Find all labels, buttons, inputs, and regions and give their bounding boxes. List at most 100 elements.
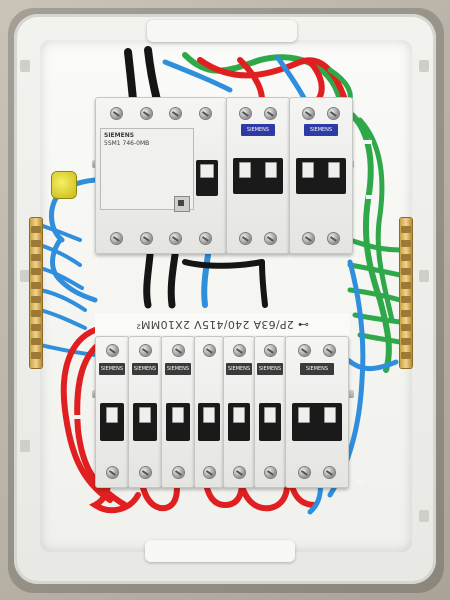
bottom-mcb-brand: SIEMENS — [99, 363, 125, 375]
terminal-screw — [233, 344, 245, 356]
bottom-mcb-lever-housing — [166, 403, 190, 441]
terminal-screw — [264, 344, 276, 356]
side-slot — [20, 440, 30, 452]
top-mcb-2-toggle-pole[interactable] — [328, 162, 340, 178]
top-mcb-2: SIEMENS — [289, 97, 353, 254]
bottom-mcb: SIEMENS — [161, 336, 195, 488]
bottom-mcb-toggle[interactable] — [233, 407, 245, 423]
red-wire — [237, 57, 265, 103]
bottom-mcb-toggle[interactable] — [172, 407, 184, 423]
top-mcb-2-toggle-pole[interactable] — [302, 162, 314, 178]
side-slot — [20, 60, 30, 72]
terminal-screw — [106, 466, 118, 478]
bottom-double-mcb-toggle-pole[interactable] — [298, 407, 310, 423]
terminal-screw — [140, 107, 152, 119]
blue-wire — [38, 266, 84, 290]
cable-tie — [355, 480, 365, 484]
cable-tie — [362, 140, 372, 144]
terminal-screw — [265, 232, 276, 244]
side-slot — [419, 60, 429, 72]
rcd-brand: SIEMENS — [104, 132, 135, 139]
blue-wire — [38, 288, 87, 312]
bottom-mcb-brand: SIEMENS — [257, 363, 283, 375]
blue-wire — [162, 59, 233, 93]
blue-wire — [38, 223, 82, 242]
terminal-screw — [170, 232, 182, 244]
cable-tie — [72, 415, 82, 419]
blue-wire — [345, 357, 399, 371]
bottom-mcb-toggle[interactable] — [203, 407, 215, 423]
terminal-screw — [203, 466, 215, 478]
terminal-screw — [240, 107, 251, 119]
blue-link-wire — [201, 252, 211, 308]
yellow-cable-gland — [52, 172, 76, 198]
terminal-screw — [106, 344, 118, 356]
bottom-mcb: SIEMENS — [128, 336, 162, 488]
black-link-wire — [143, 251, 154, 309]
bottom-mcb: SIEMENS — [223, 336, 255, 488]
black-link-wire — [182, 259, 265, 269]
rcd-test-button[interactable] — [174, 196, 190, 212]
cable-tie — [366, 195, 376, 199]
terminal-screw — [111, 232, 123, 244]
terminal-screw — [303, 107, 314, 119]
bottom-mcb-brand: SIEMENS — [132, 363, 158, 375]
blue-wire — [50, 237, 98, 303]
terminal-screw — [328, 232, 339, 244]
top-mcb-1-toggle-pole[interactable] — [265, 162, 277, 178]
terminal-screw — [172, 466, 184, 478]
top-mcb-1: SIEMENS — [226, 97, 290, 254]
black-link-wire — [167, 251, 179, 309]
bottom-double-mcb-toggle-pole[interactable] — [324, 407, 336, 423]
blue-wire — [38, 308, 87, 330]
bottom-mounting-tab — [145, 540, 295, 562]
green-wire — [347, 262, 403, 278]
terminal-screw — [233, 466, 245, 478]
bottom-mcb — [194, 336, 224, 488]
bottom-mcb-brand: SIEMENS — [226, 363, 252, 375]
side-slot — [419, 510, 429, 522]
bottom-mcb-toggle[interactable] — [139, 407, 151, 423]
bottom-mcb-lever-housing — [100, 403, 124, 441]
terminal-screw — [140, 232, 152, 244]
terminal-screw — [240, 232, 251, 244]
bottom-mcb-toggle[interactable] — [264, 407, 276, 423]
green-wire — [347, 237, 403, 253]
blue-wire — [38, 243, 82, 267]
terminal-screw — [299, 344, 310, 356]
top-mcb-1-toggle-pole[interactable] — [239, 162, 251, 178]
bottom-double-mcb: SIEMENS — [285, 336, 349, 488]
red-wire — [60, 327, 113, 503]
side-slot — [20, 270, 30, 282]
terminal-screw — [172, 344, 184, 356]
terminal-screw — [170, 107, 182, 119]
terminal-screw — [324, 466, 335, 478]
top-mcb-2-brand: SIEMENS — [304, 124, 338, 136]
top-mounting-tab — [147, 20, 297, 42]
terminal-screw — [199, 232, 211, 244]
bottom-mcb-lever-housing — [198, 403, 220, 441]
terminal-screw — [111, 107, 123, 119]
green-wire — [357, 117, 395, 323]
bottom-mcb-toggle[interactable] — [106, 407, 118, 423]
green-wire — [182, 52, 343, 103]
terminal-screw — [139, 344, 151, 356]
green-wire — [349, 112, 392, 373]
rcd-toggle[interactable] — [200, 164, 214, 178]
terminal-screw — [139, 466, 151, 478]
bottom-mcb-brand: SIEMENS — [165, 363, 191, 375]
terminal-screw — [265, 107, 276, 119]
terminal-screw — [264, 466, 276, 478]
terminal-screw — [299, 466, 310, 478]
black-incoming-wire — [144, 46, 161, 104]
terminal-screw — [324, 344, 335, 356]
top-mcb-2-lever-housing — [296, 158, 346, 194]
terminal-screw — [203, 344, 215, 356]
right-earth-bar — [400, 218, 412, 368]
top-mcb-1-lever-housing — [233, 158, 283, 194]
terminal-screw — [303, 232, 314, 244]
bottom-mcb-lever-housing — [228, 403, 250, 441]
rcd-lever-housing — [196, 160, 218, 196]
